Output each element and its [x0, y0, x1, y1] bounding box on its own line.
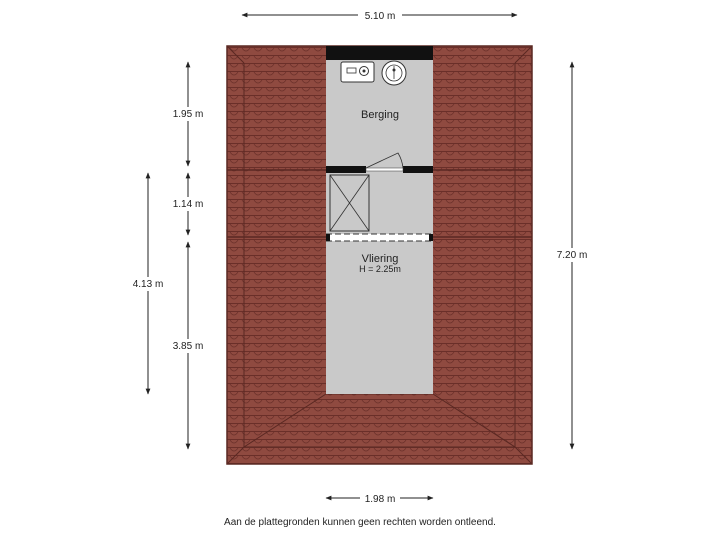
floor-area [326, 46, 433, 394]
dimension-left-upper: 1.95 m [168, 61, 208, 167]
svg-text:1.14 m: 1.14 m [173, 199, 204, 210]
svg-text:4.13 m: 4.13 m [133, 279, 164, 290]
svg-text:1.95 m: 1.95 m [173, 109, 204, 120]
dimension-left-outer: 4.13 m [128, 172, 168, 395]
dimension-bottom-width: 1.98 m [325, 491, 434, 505]
room-label-berging: Berging [361, 109, 399, 121]
room-height-note: H = 2.25m [359, 264, 401, 274]
dimension-top-width: 5.10 m [241, 8, 518, 22]
boiler-icon [340, 61, 375, 83]
svg-text:7.20 m: 7.20 m [557, 250, 588, 261]
dimension-right-height: 7.20 m [552, 61, 592, 450]
svg-text:1.98 m: 1.98 m [365, 494, 396, 505]
dimension-left-lower: 3.85 m [168, 241, 208, 450]
svg-text:3.85 m: 3.85 m [173, 341, 204, 352]
dimension-left-middle: 1.14 m [168, 172, 208, 236]
disclaimer-text: Aan de plattegronden kunnen geen rechten… [224, 517, 496, 528]
water-heater-icon [381, 60, 407, 86]
svg-text:5.10 m: 5.10 m [365, 11, 396, 22]
room-label-vliering: Vliering [362, 253, 399, 265]
